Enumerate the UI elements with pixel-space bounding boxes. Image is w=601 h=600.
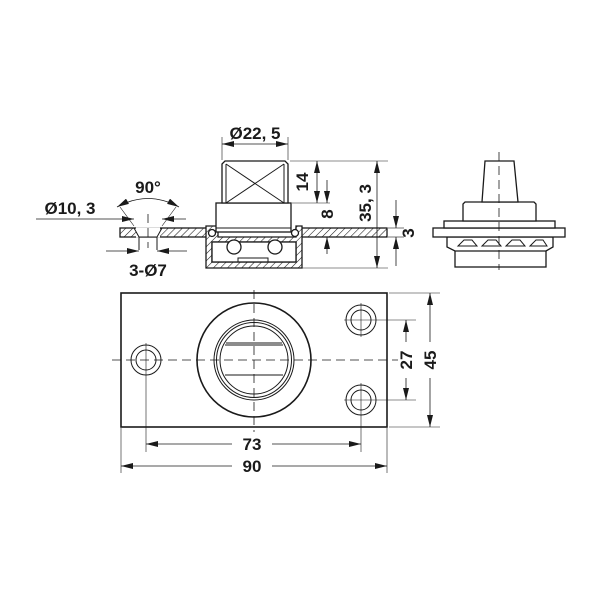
side-plate-upper	[443, 220, 556, 229]
dim-countersink-diameter: Ø10, 3	[44, 199, 95, 218]
dim-head-diameter: Ø22, 5	[229, 124, 280, 143]
dim-flange-thickness: 3	[399, 228, 418, 237]
side-teeth	[456, 239, 548, 247]
base-plate	[237, 257, 269, 263]
central-boss	[196, 302, 312, 418]
bearing-ball-left	[226, 239, 242, 255]
side-view	[432, 152, 566, 270]
side-bevel	[446, 236, 554, 252]
mounting-hole-left	[130, 343, 162, 377]
housing-cavity	[211, 241, 297, 263]
dim-head-height: 14	[293, 172, 312, 191]
bearing-ball-right	[267, 239, 283, 255]
boss-ring-inner	[219, 325, 289, 395]
dim-hole-spacing-horizontal: 73	[243, 435, 262, 454]
retainer-ball-left	[207, 228, 217, 238]
boss-ring-outer	[213, 319, 295, 401]
dim-hole-spec: 3-Ø7	[129, 261, 167, 280]
collar	[215, 202, 292, 233]
mounting-hole-bottom-right	[344, 383, 378, 417]
mounting-hole-top-right	[344, 303, 378, 337]
side-collar	[462, 201, 537, 222]
dim-hole-spacing-vertical: 27	[397, 351, 416, 370]
side-tapered-head	[481, 160, 519, 203]
dim-flange-to-top: 8	[318, 209, 337, 218]
flange-plate-right	[295, 227, 388, 238]
dim-countersink-angle: 90°	[135, 178, 161, 197]
dim-plate-height: 45	[421, 351, 440, 370]
section-view: Ø22, 5 14 8 35, 3 3 Ø10, 3 90° 3-Ø7	[36, 124, 418, 280]
square-head	[221, 160, 289, 204]
side-bottom	[454, 249, 547, 268]
top-view: 27 45 73 90	[112, 290, 440, 476]
dim-total-height: 35, 3	[356, 184, 375, 222]
retainer-ball-right	[290, 228, 300, 238]
dim-plate-width: 90	[243, 457, 262, 476]
flange-plate-left	[119, 227, 213, 238]
boss-ring-mid	[216, 322, 292, 398]
